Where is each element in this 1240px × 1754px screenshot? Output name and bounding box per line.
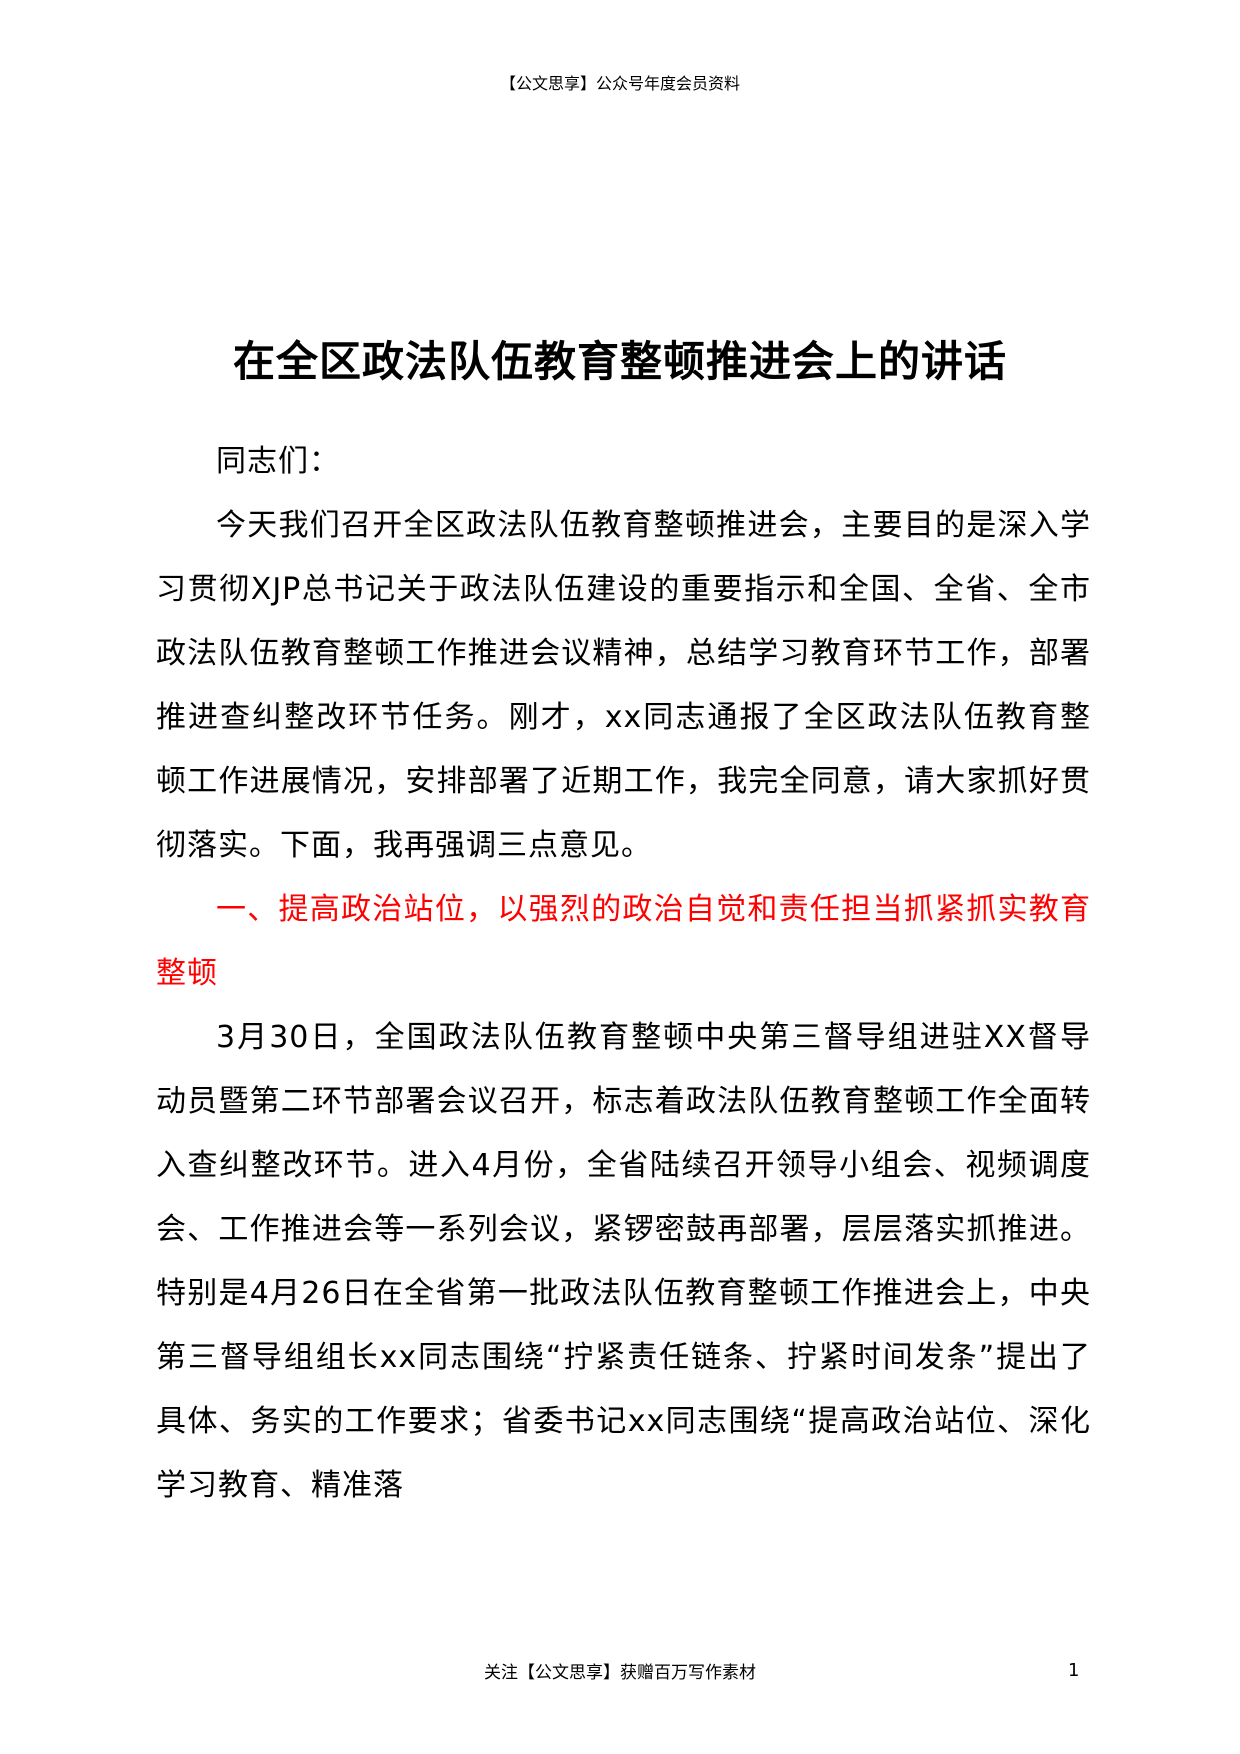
section-heading-1: 一、提高政治站位，以强烈的政治自觉和责任担当抓紧抓实教育整顿 — [156, 892, 1091, 991]
page-footer: 关注【公文思享】获赠百万写作素材 — [484, 1663, 756, 1683]
salutation: 同志们： — [216, 444, 340, 479]
document-body: 同志们： 今天我们召开全区政法队伍教育整顿推进会，主要目的是深入学习贯彻XJP总… — [156, 430, 1091, 1518]
paragraph-section-1: 3月30日，全国政法队伍教育整顿中央第三督导组进驻XX督导动员暨第二环节部署会议… — [156, 1020, 1091, 1503]
page-number: 1 — [1068, 1660, 1080, 1681]
page-header: 【公文思享】公众号年度会员资料 — [499, 74, 740, 93]
paragraph-intro: 今天我们召开全区政法队伍教育整顿推进会，主要目的是深入学习贯彻XJP总书记关于政… — [156, 508, 1091, 863]
document-title: 在全区政法队伍教育整顿推进会上的讲话 — [232, 337, 1007, 386]
